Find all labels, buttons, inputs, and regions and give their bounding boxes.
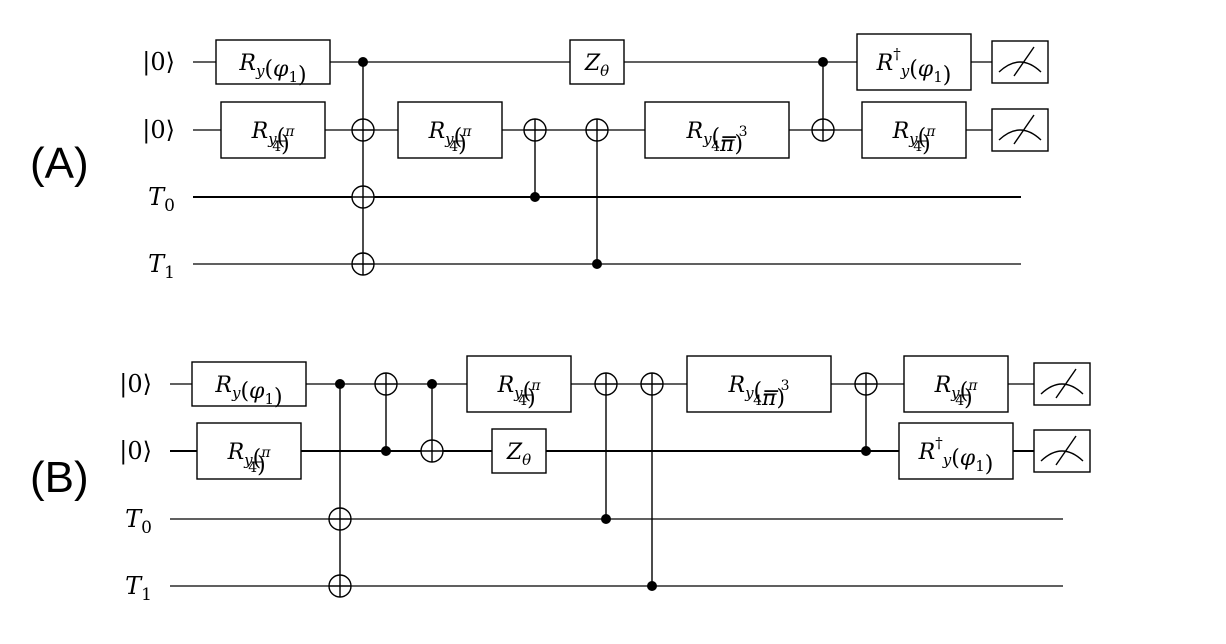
meter-arc xyxy=(998,61,1042,73)
control-dot xyxy=(381,446,391,456)
control-dot xyxy=(601,514,611,524)
meter-needle xyxy=(1055,368,1077,399)
wire-label: |0⟩ xyxy=(119,437,152,466)
gate-box xyxy=(491,428,547,474)
gate-box xyxy=(220,101,326,159)
gate-box xyxy=(903,355,1009,413)
cnot-gate xyxy=(585,118,609,269)
multi-target-cnot-gate xyxy=(328,379,352,598)
gate-label: R†y(φ1) xyxy=(876,45,952,88)
gate-box xyxy=(898,422,1014,480)
gate-box xyxy=(397,101,503,159)
wire-label: |0⟩ xyxy=(142,48,175,77)
gate-z-: Zθ xyxy=(491,428,547,474)
multi-target-cnot-gate xyxy=(351,57,375,276)
gate-ry-1-: R†y(φ1) xyxy=(856,33,972,91)
gate-ry-1-: Ry(φ1) xyxy=(215,39,331,88)
panel-label: (A) xyxy=(30,139,89,188)
cnot-gate xyxy=(811,57,835,142)
wire-label: T1 xyxy=(148,250,175,283)
control-dot xyxy=(530,192,540,202)
gate-box xyxy=(686,355,832,413)
cnot-gate xyxy=(854,372,878,456)
control-dot xyxy=(358,57,368,67)
gate-label: Zθ xyxy=(584,51,609,80)
cnot-gate xyxy=(594,372,618,524)
measurement-meter-icon xyxy=(1033,362,1091,406)
panel-label: (B) xyxy=(30,453,89,502)
gate-box xyxy=(191,361,307,407)
meter-arc xyxy=(998,129,1042,141)
gate-box xyxy=(215,39,331,85)
meter-needle xyxy=(1013,46,1035,77)
gate-box xyxy=(196,422,302,480)
gate-box xyxy=(856,33,972,91)
control-dot xyxy=(427,379,437,389)
gate-box xyxy=(861,101,967,159)
control-dot xyxy=(592,259,602,269)
meter-arc xyxy=(1040,383,1084,395)
control-dot xyxy=(861,446,871,456)
wire-label: |0⟩ xyxy=(119,370,152,399)
wire-label: T0 xyxy=(148,183,175,216)
wire-label: |0⟩ xyxy=(142,116,175,145)
wire-label: T0 xyxy=(125,505,152,538)
measurement-meter-icon xyxy=(991,108,1049,152)
gate-box xyxy=(569,39,625,85)
control-dot xyxy=(647,581,657,591)
control-dot xyxy=(818,57,828,67)
gate-label: Ry(φ1) xyxy=(214,373,282,410)
meter-arc xyxy=(1040,450,1084,462)
gate-ry-1-: Ry(φ1) xyxy=(191,361,307,410)
cnot-gate xyxy=(374,372,398,456)
gate-box xyxy=(644,101,790,159)
gate-ry-1-: R†y(φ1) xyxy=(898,422,1014,480)
wire-label: T1 xyxy=(125,572,152,605)
gate-z-: Zθ xyxy=(569,39,625,85)
control-dot xyxy=(335,379,345,389)
meter-needle xyxy=(1055,435,1077,466)
meter-needle xyxy=(1013,114,1035,145)
cnot-gate xyxy=(420,379,444,463)
cnot-gate xyxy=(523,118,547,202)
cnot-gate xyxy=(640,372,664,591)
measurement-meter-icon xyxy=(1033,429,1091,473)
gate-box xyxy=(466,355,572,413)
measurement-meter-icon xyxy=(991,40,1049,84)
gate-label: Zθ xyxy=(506,440,531,469)
gate-label: R†y(φ1) xyxy=(918,434,994,477)
gate-label: Ry(φ1) xyxy=(238,51,306,88)
